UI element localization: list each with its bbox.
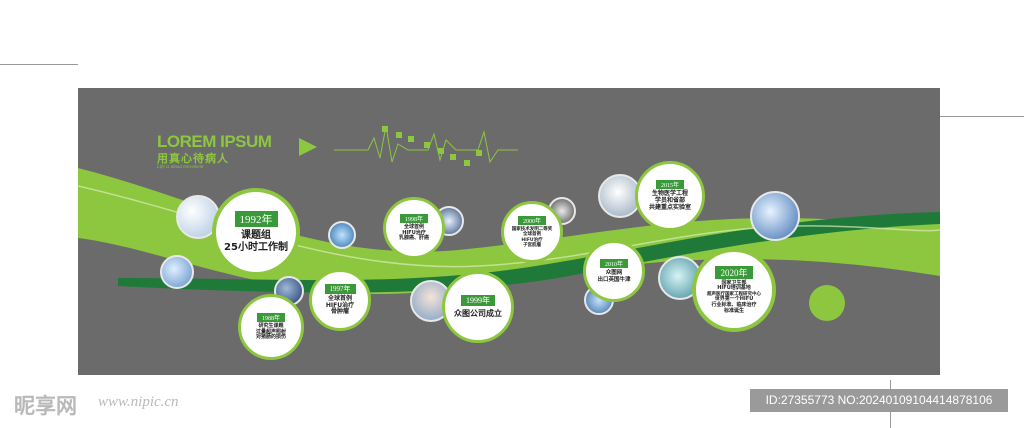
milestone-year: 2000年 xyxy=(517,216,546,226)
milestone-year: 2015年 xyxy=(655,180,684,190)
header-subtitle: 用真心待病人 xyxy=(157,152,229,165)
milestone-1999: 1999年 众图公司成立 xyxy=(442,271,514,343)
milestone-2020: 2020年 国家卫生部 HIFU培训基地 超声医疗国家工程研究中心 世界第一个H… xyxy=(692,248,776,332)
milestone-year: 1999年 xyxy=(461,295,495,307)
guide-line-top xyxy=(0,64,78,65)
milestone-text-line: HIFU治疗 xyxy=(402,229,426,236)
header-title: LOREM IPSUM xyxy=(157,132,272,151)
milestone-2015: 2015年 生物医学工程 学员和省部 共建重点实验室 xyxy=(635,161,705,231)
milestone-text-line: 乳腺癌、肝癌 xyxy=(398,235,429,242)
milestone-1988: 1988年 研究生课题 过量超声照射 对猪肠的损伤 xyxy=(238,294,304,360)
photo-medical-screen xyxy=(328,221,356,249)
milestone-text-line: 全球首例 xyxy=(523,232,541,238)
milestone-text-line: 世界第一个HIFU xyxy=(714,296,754,303)
milestone-text-line: 国家卫生部 xyxy=(721,279,747,286)
milestone-1997: 1997年 全球首例 HIFU治疗 骨肿瘤 xyxy=(309,269,371,331)
photo-dna xyxy=(160,255,194,289)
milestone-text-line: HIFU培训基地 xyxy=(717,285,751,292)
milestone-year: 2020年 xyxy=(715,265,753,279)
photo-dna-helix xyxy=(750,191,800,241)
milestone-text-line: 超声医疗国家工程研究中心 xyxy=(707,292,761,298)
watermark-id: ID:27355773 NO:20240109104414878106 xyxy=(750,389,1008,412)
milestone-text-line: 生物医学工程 xyxy=(651,190,688,198)
watermark-url: www.nipic.cn xyxy=(98,394,179,410)
milestone-text-line: 出口英国牛津 xyxy=(597,276,631,283)
milestone-text-line: 子宫肌瘤 xyxy=(523,242,541,248)
milestone-text-line: HIFU治疗 xyxy=(325,301,355,309)
milestone-2000: 2000年 国家技术发明二等奖 全球首例 HIFU治疗 子宫肌瘤 xyxy=(501,201,563,263)
milestone-text-line: 行业标准、临床治疗 xyxy=(711,301,757,308)
milestone-text-line: 学员和省部 xyxy=(654,197,685,205)
milestone-text-line: 全球首例 xyxy=(327,294,352,302)
milestone-text-line: 过量超声照射 xyxy=(255,328,286,335)
milestone-year: 1997年 xyxy=(324,283,356,294)
milestone-text-line: 课题组 xyxy=(241,230,271,241)
milestone-text-line: HIFU治疗 xyxy=(521,237,543,243)
header-tagline: Life is about movement xyxy=(157,165,204,170)
play-arrow-icon xyxy=(299,138,317,156)
timeline-board: LOREM IPSUM 用真心待病人 Life is about movemen… xyxy=(78,88,940,375)
decor-dot xyxy=(809,285,845,321)
guide-line-right xyxy=(940,116,1024,117)
milestone-year: 1992年 xyxy=(234,211,278,227)
milestone-text-line: 众图公司成立 xyxy=(454,309,502,319)
milestone-1992: 1992年 课题组 25小时工作制 xyxy=(212,188,300,276)
milestone-text-line: 全球首例 xyxy=(403,223,424,230)
milestone-text-line: 标准诞生 xyxy=(723,307,744,314)
milestone-year: 1998年 xyxy=(399,213,428,223)
milestone-year: 1988年 xyxy=(256,312,285,322)
milestone-text-line: 众图网 xyxy=(605,270,623,277)
milestone-text-line: 国家技术发明二等奖 xyxy=(511,227,553,233)
milestone-text-line: 共建重点实验室 xyxy=(648,203,691,211)
milestone-year: 2010年 xyxy=(599,259,628,269)
milestone-2010: 2010年 众图网 出口英国牛津 xyxy=(583,240,645,302)
milestone-text-line: 25小时工作制 xyxy=(224,241,288,253)
watermark-brand: 昵享网 xyxy=(14,394,77,418)
milestone-text-line: 骨肿瘤 xyxy=(330,308,349,316)
milestone-1998: 1998年 全球首例 HIFU治疗 乳腺癌、肝癌 xyxy=(383,197,445,259)
milestone-text-line: 对猪肠的损伤 xyxy=(255,334,286,341)
milestone-text-line: 研究生课题 xyxy=(258,322,284,329)
